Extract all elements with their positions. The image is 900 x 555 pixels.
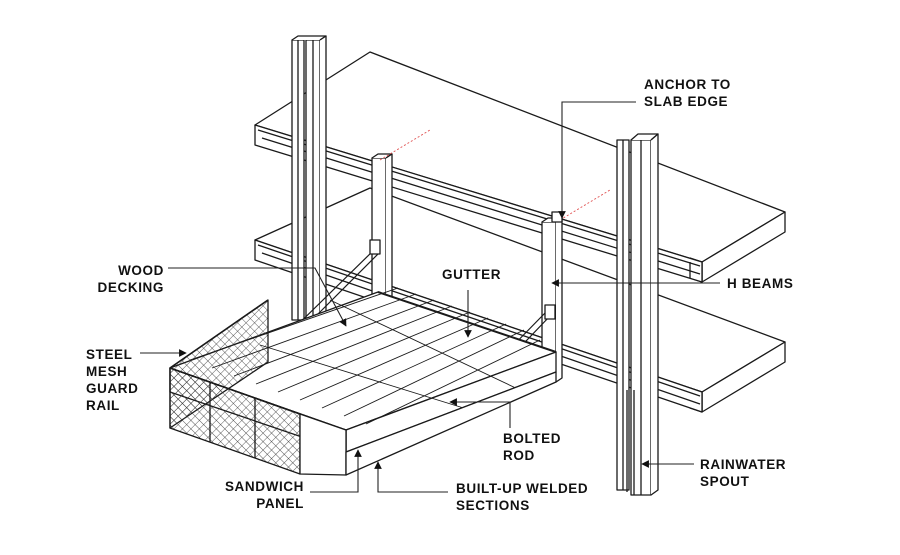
rainwater-spout bbox=[626, 390, 635, 495]
label-wood-line-2: DECKING bbox=[97, 280, 164, 295]
label-built-up-welded-sections: BUILT-UP WELDED SECTIONS bbox=[456, 480, 588, 514]
sandwich-panel bbox=[299, 371, 557, 476]
label-sandwich-line-2: PANEL bbox=[256, 496, 304, 511]
label-bolted-line-1: BOLTED bbox=[503, 431, 562, 446]
label-sandwich-panel: SANDWICH PANEL bbox=[220, 478, 304, 512]
label-bolted-rod: BOLTED ROD bbox=[503, 430, 561, 464]
label-anchor: ANCHOR TO SLAB EDGE bbox=[644, 76, 731, 110]
label-builtup-line-2: SECTIONS bbox=[456, 498, 530, 513]
label-wood-decking: WOOD DECKING bbox=[90, 262, 164, 296]
cut-lines bbox=[379, 129, 611, 221]
label-steel-line-2: MESH bbox=[86, 364, 128, 379]
label-hbeams-line-1: H BEAMS bbox=[727, 276, 794, 291]
label-rainwater-line-1: RAINWATER bbox=[700, 457, 787, 472]
label-steel-mesh-guard-rail: STEEL MESH GUARD RAIL bbox=[86, 346, 139, 414]
label-gutter: GUTTER bbox=[442, 266, 501, 283]
right-column bbox=[616, 133, 659, 496]
leader-lines bbox=[140, 101, 720, 493]
label-sandwich-line-1: SANDWICH bbox=[224, 479, 304, 494]
hanging-posts bbox=[371, 153, 563, 383]
label-builtup-line-1: BUILT-UP WELDED bbox=[456, 481, 589, 496]
label-rainwater-spout: RAINWATER SPOUT bbox=[700, 456, 786, 490]
label-steel-line-4: RAIL bbox=[86, 398, 120, 413]
label-gutter-line-1: GUTTER bbox=[442, 267, 502, 282]
label-h-beams: H BEAMS bbox=[727, 275, 793, 292]
label-bolted-line-2: ROD bbox=[503, 448, 535, 463]
steel-mesh-guard-rail bbox=[169, 299, 301, 475]
label-rainwater-line-2: SPOUT bbox=[700, 474, 750, 489]
label-steel-line-3: GUARD bbox=[86, 381, 139, 396]
label-anchor-line-1: ANCHOR TO bbox=[644, 77, 731, 92]
label-steel-line-1: STEEL bbox=[86, 347, 133, 362]
label-wood-line-1: WOOD bbox=[118, 263, 164, 278]
label-anchor-line-2: SLAB EDGE bbox=[644, 94, 729, 109]
left-column bbox=[291, 35, 327, 331]
